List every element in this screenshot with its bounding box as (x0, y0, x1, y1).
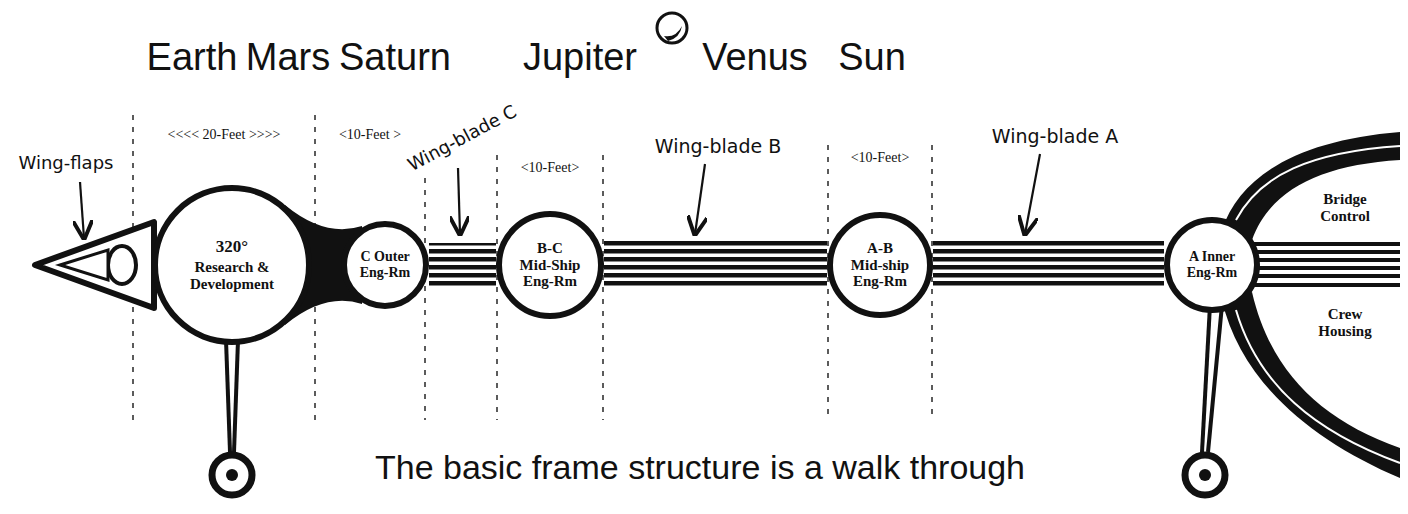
arm-highlight (1236, 310, 1400, 463)
wing-blade-band (429, 243, 496, 287)
moon-icon (657, 13, 687, 43)
section-label: Crew Housing (1318, 306, 1371, 339)
wing-blade-band (933, 241, 1164, 289)
dimension-text: <10-Feet > (339, 127, 401, 142)
pod (1185, 305, 1225, 495)
text-word: Outer (374, 249, 410, 264)
text-word: Mid-Ship (520, 257, 581, 273)
node-label: A-B Mid-ship Eng-Rm (851, 240, 909, 290)
node-text-group: 320° Research & Development (190, 237, 274, 293)
text-word: Inner (1202, 249, 1235, 264)
node-label: C Outer Eng-Rm (360, 249, 411, 280)
text-word: Mid-ship (851, 257, 909, 273)
dimension-text: <10-Feet> (851, 150, 910, 165)
text-word: Crew (1328, 306, 1363, 322)
pod (212, 340, 252, 495)
dimension-text: <<<< 20-Feet >>>> (168, 127, 281, 142)
nose-cone (35, 222, 154, 308)
text-word: A-B (867, 240, 893, 256)
text-word: C (360, 249, 370, 264)
planet-name: Mars (246, 37, 330, 79)
node-label: A Inner Eng-Rm (1187, 249, 1238, 280)
engine-room: B-C Mid-Ship Eng-Rm (496, 211, 604, 319)
text-word: B-C (537, 240, 563, 256)
wing-blade-band (604, 241, 827, 289)
node-text-group: C Outer Eng-Rm (360, 249, 411, 280)
arm-highlight (1236, 146, 1400, 220)
planet-name: Sun (838, 37, 906, 79)
node-label: B-C Mid-Ship Eng-Rm (520, 240, 581, 290)
node-label: Research & Development (190, 259, 274, 293)
engine-room: A Inner Eng-Rm (1164, 217, 1260, 313)
text-word: Housing (1318, 322, 1371, 338)
dimension-lines (133, 115, 932, 420)
bridge-arm (1222, 132, 1400, 240)
text-word: Bridge (1323, 191, 1366, 207)
research-module: 320° Research & Development (152, 185, 312, 345)
text-word: 320° (216, 237, 248, 256)
part-label: Wing-flaps (19, 153, 114, 173)
text-word: Development (190, 276, 274, 292)
engine-room: C Outer Eng-Rm (341, 221, 429, 309)
text-word: Eng-Rm (360, 265, 411, 280)
planet-name: Earth (147, 37, 238, 79)
engine-room: A-B Mid-ship Eng-Rm (827, 212, 933, 318)
wing-blade-band (312, 245, 341, 285)
caption: The basic frame structure is a walk thro… (375, 449, 1025, 486)
hull-neck (285, 205, 362, 325)
node-text-group: A Inner Eng-Rm (1187, 249, 1238, 280)
text-word: A (1189, 249, 1198, 264)
node-text-group: A-B Mid-ship Eng-Rm (851, 240, 909, 290)
part-label: Wing-blade C (404, 101, 519, 175)
dimension-text: <10-Feet> (521, 160, 580, 175)
planet-name: Saturn (339, 37, 451, 79)
crew-arm (1222, 292, 1400, 478)
text-word: Eng-Rm (1187, 265, 1238, 280)
part-label: Wing-blade B (655, 136, 781, 157)
planet-name: Venus (702, 37, 808, 79)
node-text-group: B-C Mid-Ship Eng-Rm (520, 240, 581, 290)
text-word: Research (194, 259, 253, 275)
section-label: Bridge Control (1320, 191, 1370, 224)
leader-arrows (80, 154, 1040, 238)
node-heading: 320° (216, 237, 248, 256)
text-word: & (257, 259, 270, 275)
hull-stripes (1240, 244, 1400, 285)
text-word: Control (1320, 207, 1370, 223)
planet-name: Jupiter (523, 37, 637, 79)
text-word: Eng-Rm (853, 273, 907, 289)
text-word: Eng-Rm (523, 273, 577, 289)
part-label: Wing-blade A (992, 126, 1118, 147)
